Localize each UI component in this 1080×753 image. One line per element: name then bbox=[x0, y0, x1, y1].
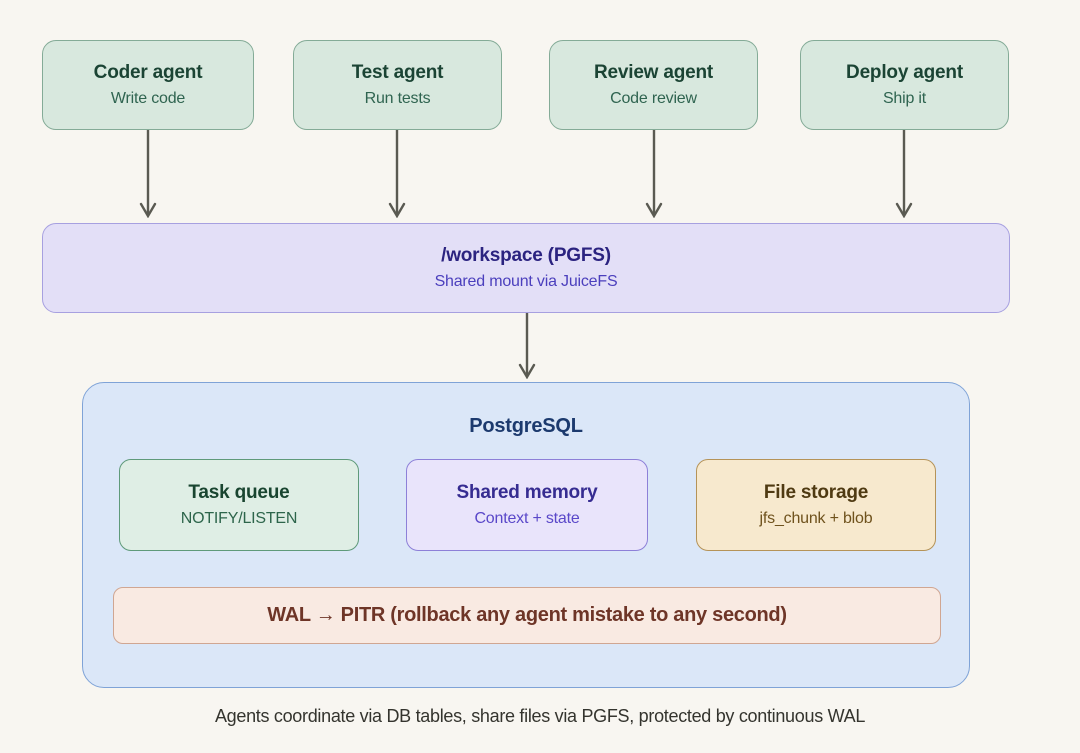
node-subtitle: Ship it bbox=[882, 90, 927, 108]
node-deploy-agent: Deploy agent Ship it bbox=[800, 40, 1009, 130]
node-title: Test agent bbox=[351, 62, 444, 84]
node-coder-agent: Coder agent Write code bbox=[42, 40, 254, 130]
diagram-caption: Agents coordinate via DB tables, share f… bbox=[214, 706, 866, 726]
node-title: File storage bbox=[763, 482, 869, 504]
node-title: Shared memory bbox=[456, 482, 598, 504]
node-title: /workspace (PGFS) bbox=[441, 245, 611, 267]
node-title: Task queue bbox=[188, 482, 290, 504]
node-subtitle: Run tests bbox=[364, 90, 431, 108]
node-subtitle: Write code bbox=[110, 90, 186, 108]
node-subtitle: Code review bbox=[610, 90, 697, 108]
node-subtitle: Context + state bbox=[474, 510, 580, 528]
node-wal-pitr-banner: WAL → PITR (rollback any agent mistake t… bbox=[113, 587, 941, 644]
node-subtitle: jfs_chunk + blob bbox=[759, 510, 873, 528]
node-shared-memory: Shared memory Context + state bbox=[406, 459, 648, 551]
arrow-down-icon bbox=[388, 130, 406, 218]
node-postgresql-container: PostgreSQL Task queue NOTIFY/LISTEN Shar… bbox=[82, 382, 970, 688]
node-title: Deploy agent bbox=[846, 62, 963, 84]
node-review-agent: Review agent Code review bbox=[549, 40, 758, 130]
node-subtitle: NOTIFY/LISTEN bbox=[180, 510, 298, 528]
postgresql-title: PostgreSQL bbox=[469, 415, 583, 437]
node-file-storage: File storage jfs_chunk + blob bbox=[696, 459, 936, 551]
arrow-down-icon bbox=[895, 130, 913, 218]
arrow-down-icon bbox=[645, 130, 663, 218]
node-title: Review agent bbox=[593, 62, 714, 84]
node-test-agent: Test agent Run tests bbox=[293, 40, 502, 130]
node-task-queue: Task queue NOTIFY/LISTEN bbox=[119, 459, 359, 551]
node-workspace: /workspace (PGFS) Shared mount via Juice… bbox=[42, 223, 1010, 313]
node-title: Coder agent bbox=[93, 62, 203, 84]
node-subtitle: Shared mount via JuiceFS bbox=[434, 273, 618, 291]
arrow-down-icon bbox=[139, 130, 157, 218]
arrow-down-icon bbox=[518, 313, 536, 379]
